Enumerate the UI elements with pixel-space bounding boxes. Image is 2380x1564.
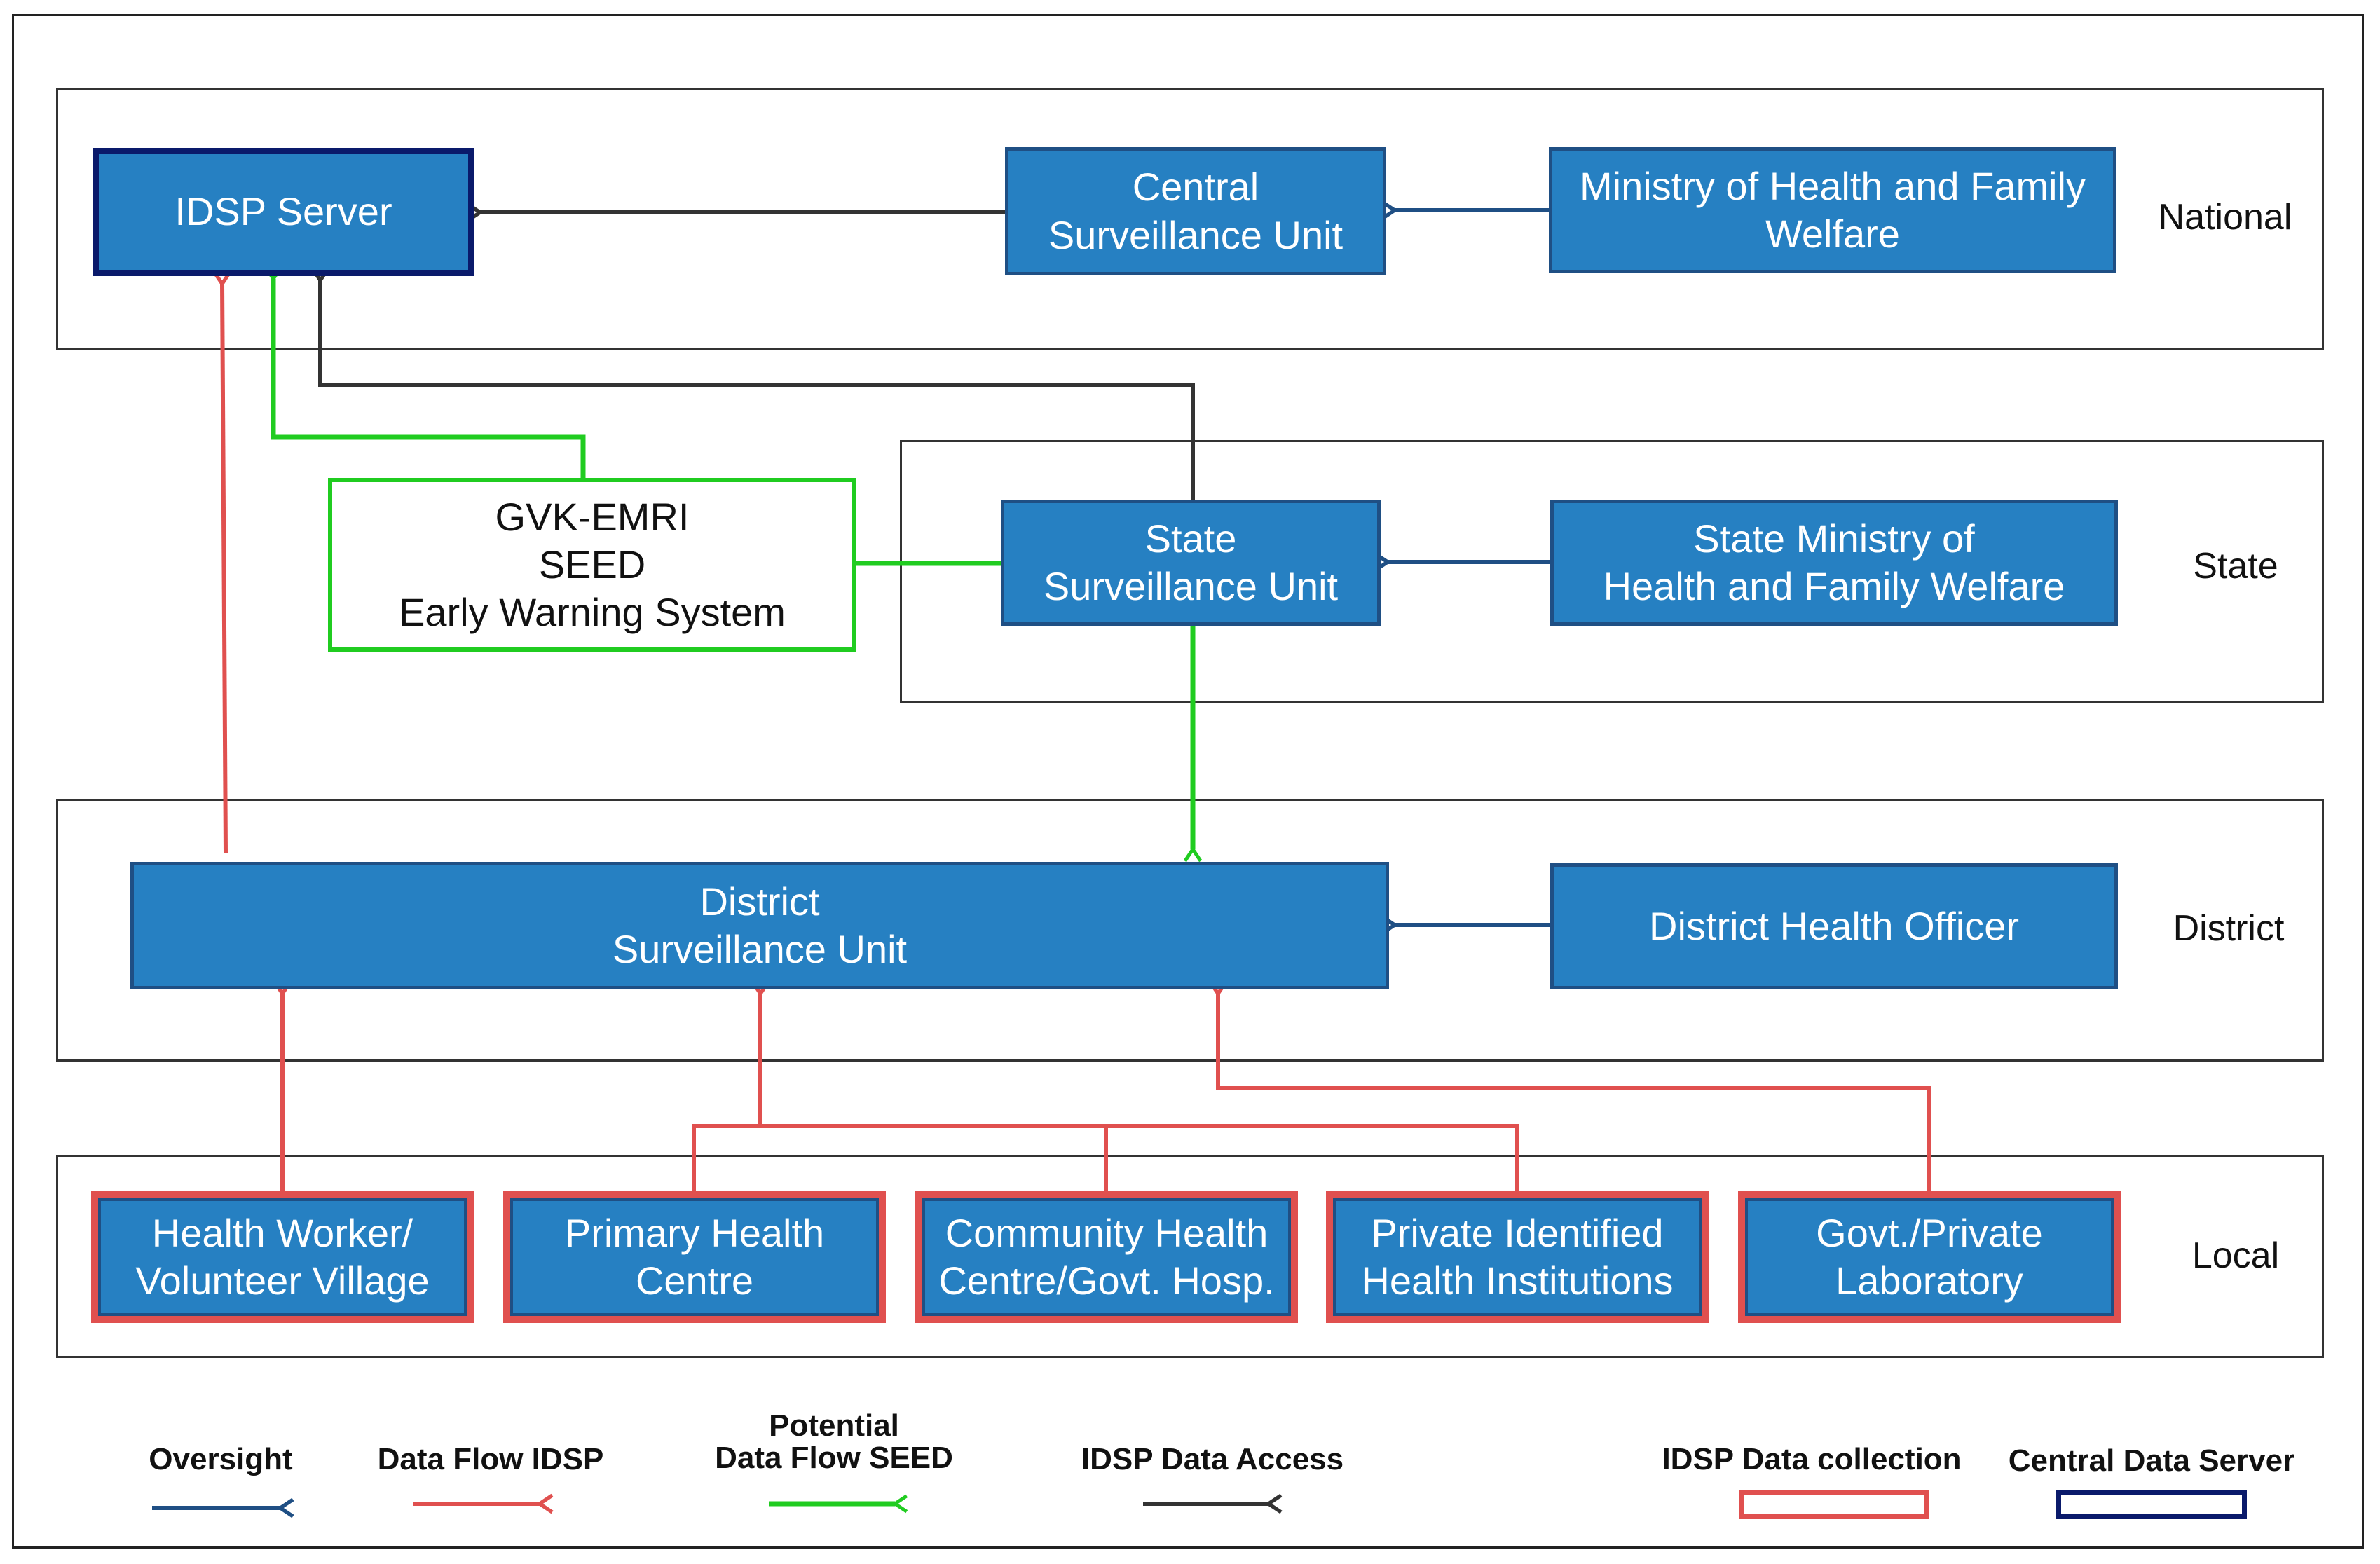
arrow-lab-to-district (1208, 980, 1931, 1195)
national-band (56, 88, 2324, 350)
legend-collection-label: IDSP Data collection (1662, 1442, 1962, 1476)
legend-access-label: IDSP Data Access (1081, 1442, 1344, 1476)
state-ministry-node: State Ministry of Health and Family Welf… (1550, 500, 2118, 626)
level-district: District (2173, 908, 2285, 949)
legend-oversight-label: Oversight (149, 1442, 293, 1476)
level-state: State (2193, 546, 2278, 586)
level-national: National (2158, 197, 2292, 238)
laboratory-node: Govt./Private Laboratory (1738, 1191, 2121, 1323)
ministry-node: Ministry of Health and Family Welfare (1549, 147, 2116, 273)
idsp-server-node: IDSP Server (93, 148, 474, 276)
community-health-centre-node: Community Health Centre/Govt. Hosp. (915, 1191, 1298, 1323)
level-local: Local (2191, 1235, 2280, 1276)
district-band (56, 799, 2324, 1062)
legend-server-box (2056, 1490, 2247, 1519)
primary-health-centre-node: Primary Health Centre (503, 1191, 886, 1323)
private-institutions-node: Private Identified Health Institutions (1326, 1191, 1709, 1323)
legend-collection-box (1739, 1490, 1929, 1519)
gvk-emri-seed-node: GVK-EMRI SEED Early Warning System (328, 478, 856, 652)
state-surveillance-unit-node: State Surveillance Unit (1001, 500, 1381, 626)
district-surveillance-unit-node: District Surveillance Unit (130, 862, 1389, 989)
diagram-frame (12, 14, 2364, 1549)
arrow-district-to-server (212, 270, 233, 854)
arrow-gvk-to-server (264, 266, 586, 478)
health-worker-node: Health Worker/ Volunteer Village (91, 1191, 474, 1323)
legend-dataflow-label: Data Flow IDSP (377, 1442, 604, 1476)
arrow-state-to-server (310, 266, 1195, 500)
district-health-officer-node: District Health Officer (1550, 863, 2118, 989)
local-band (56, 1155, 2324, 1358)
state-band (900, 440, 2324, 703)
central-surveillance-unit-node: Central Surveillance Unit (1005, 147, 1386, 275)
legend-seed-label: Potential Data Flow SEED (715, 1408, 953, 1476)
legend-server-label: Central Data Server (2008, 1443, 2295, 1478)
